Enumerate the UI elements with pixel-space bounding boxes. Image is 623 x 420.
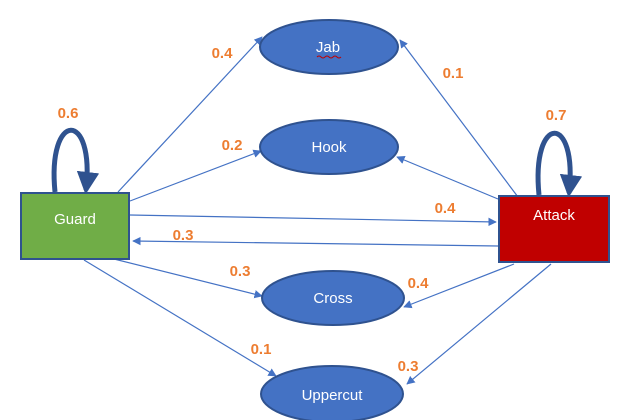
edge-attack-to-cross xyxy=(403,263,515,309)
node-attack-label: Attack xyxy=(533,207,575,224)
edge-guard-to-jab xyxy=(117,36,263,193)
edge-attack-to-hook xyxy=(396,156,499,200)
node-hook-label: Hook xyxy=(311,139,347,156)
node-uppercut: Uppercut xyxy=(260,365,404,420)
self-loop-attack xyxy=(535,130,583,198)
prob-attack-to-uppercut: 0.3 xyxy=(398,358,419,375)
prob-attack-to-cross: 0.4 xyxy=(408,275,430,292)
prob-guard-to-cross: 0.3 xyxy=(230,263,251,280)
node-uppercut-label: Uppercut xyxy=(302,387,364,404)
edge-attack-to-jab xyxy=(399,39,519,198)
prob-guard-to-attack: 0.4 xyxy=(435,200,457,217)
edge-attack-to-guard xyxy=(132,236,499,247)
node-jab: Jab xyxy=(259,19,399,75)
edge-guard-to-attack xyxy=(129,214,497,227)
node-guard-label: Guard xyxy=(54,211,96,228)
probability-labels: 0.6 0.7 0.4 0.1 0.2 0.4 0.3 0.3 0.4 0.1 … xyxy=(58,45,567,375)
prob-guard-to-uppercut: 0.1 xyxy=(251,341,272,358)
node-cross: Cross xyxy=(261,270,405,326)
edge-guard-to-hook xyxy=(129,149,262,202)
prob-guard-to-jab: 0.4 xyxy=(212,45,234,62)
node-jab-label: Jab xyxy=(316,39,340,56)
prob-attack-to-jab: 0.1 xyxy=(443,65,464,82)
node-guard: Guard xyxy=(20,192,130,260)
edge-guard-to-uppercut xyxy=(83,259,277,377)
prob-guard-self: 0.6 xyxy=(58,105,79,122)
self-loop-guard xyxy=(51,127,100,195)
edge-guard-to-cross xyxy=(113,258,263,299)
node-cross-label: Cross xyxy=(313,290,352,307)
edge-attack-to-uppercut xyxy=(406,263,552,385)
prob-attack-to-guard: 0.3 xyxy=(173,227,194,244)
edges xyxy=(83,36,552,385)
prob-guard-to-hook: 0.2 xyxy=(222,137,243,154)
prob-attack-self: 0.7 xyxy=(546,107,567,124)
node-hook: Hook xyxy=(259,119,399,175)
spellcheck-underline xyxy=(316,55,342,59)
node-attack: Attack xyxy=(498,195,610,263)
